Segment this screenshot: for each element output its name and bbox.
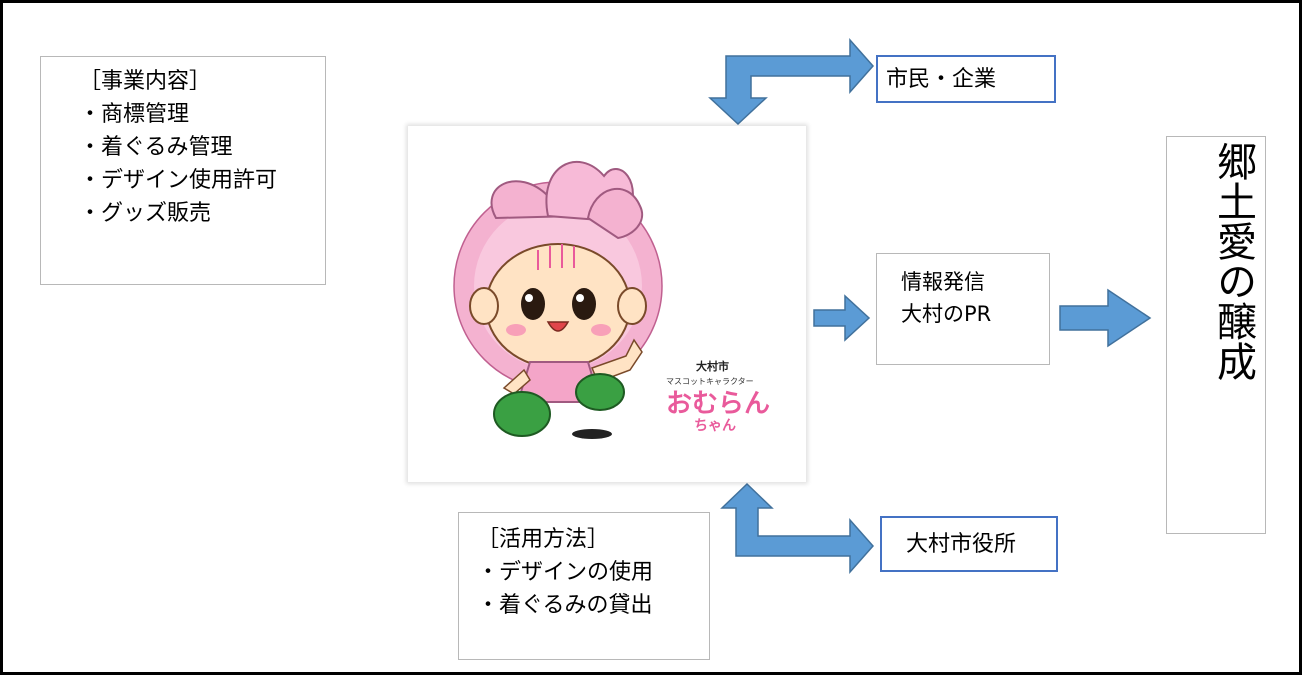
mascot-face <box>469 243 647 369</box>
info-promotion-box: 情報発信 大村のPR <box>876 253 1050 365</box>
city-hall-box: 大村市役所 <box>880 516 1058 572</box>
citizens-companies-box: 市民・企業 <box>876 55 1056 103</box>
mascot-name: おむらん <box>666 389 770 419</box>
info-line: 情報発信 <box>901 270 985 294</box>
city-hall-label: 大村市役所 <box>906 532 1017 557</box>
mascot-city-label: 大村市 <box>696 359 729 373</box>
mascot-image-panel: 大村市 マスコットキャラクター おむらん ちゃん <box>408 126 806 482</box>
mascot-subtitle: マスコットキャラクター <box>666 377 754 386</box>
citizens-label: 市民・企業 <box>886 67 997 92</box>
business-item: ・商標管理 <box>79 102 190 127</box>
usage-item: ・着ぐるみの貸出 <box>477 593 653 618</box>
business-item: ・グッズ販売 <box>79 201 212 226</box>
business-item: ・デザイン使用許可 <box>79 168 278 193</box>
business-content-box: ［事業内容］ ・商標管理 ・着ぐるみ管理 ・デザイン使用許可 ・グッズ販売 <box>40 56 326 285</box>
info-line: 大村のPR <box>901 302 992 326</box>
mascot-illustration: 大村市 マスコットキャラクター おむらん ちゃん <box>453 160 770 439</box>
usage-item: ・デザインの使用 <box>477 560 654 585</box>
usage-method-box: ［活用方法］ ・デザインの使用 ・着ぐるみの貸出 <box>458 512 710 660</box>
business-item: ・着ぐるみ管理 <box>79 135 233 160</box>
result-box: 郷土愛の醸成 <box>1166 136 1266 534</box>
mascot-foot-left <box>493 391 551 437</box>
usage-heading: ［活用方法］ <box>477 527 610 552</box>
result-label: 郷土愛の醸成 <box>1210 141 1256 381</box>
mascot-foot-right <box>575 373 625 411</box>
business-heading: ［事業内容］ <box>79 69 212 94</box>
head-petals <box>490 160 643 240</box>
mascot-shadow <box>572 429 612 439</box>
mascot-name-sub: ちゃん <box>694 418 736 434</box>
